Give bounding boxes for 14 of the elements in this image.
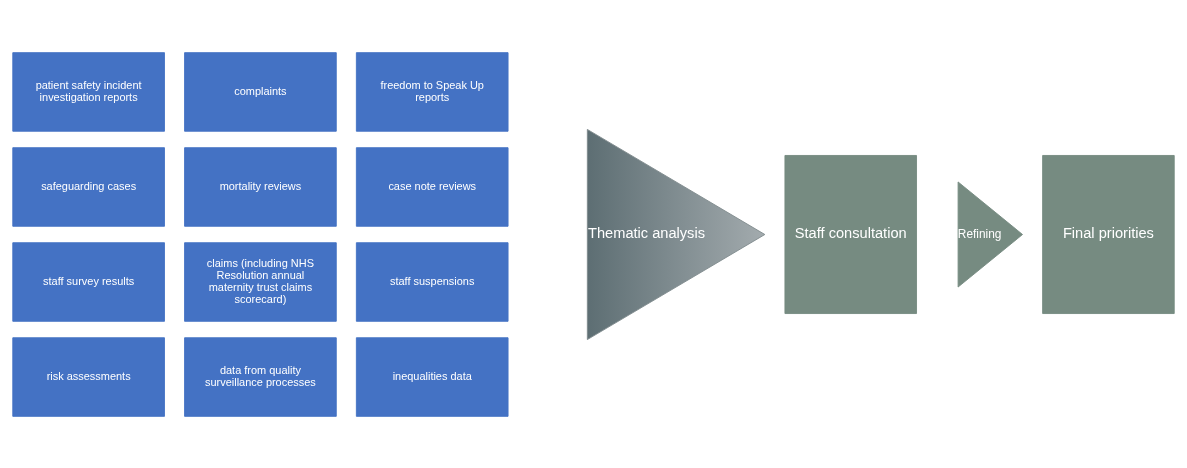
node-box: inequalities data xyxy=(355,336,509,417)
node-box: patient safety incident investigation reports xyxy=(12,51,165,132)
node-box: safeguarding cases xyxy=(12,146,165,227)
node-box: complaints xyxy=(184,51,337,132)
node-box: Final priorities xyxy=(1042,154,1175,314)
node-box: staff survey results xyxy=(12,241,165,322)
node-box: data from quality surveillance processes xyxy=(184,336,337,417)
node-box: staff suspensions xyxy=(355,241,509,322)
node-box: Staff consultation xyxy=(784,154,917,314)
node-box: case note reviews xyxy=(355,146,509,227)
node-box: risk assessments xyxy=(12,336,165,417)
node-box: claims (including NHS Resolution annual maternity trust claims scorecard) xyxy=(184,241,337,322)
node-box: mortality reviews xyxy=(184,146,337,227)
node-box: freedom to Speak Up reports xyxy=(355,51,509,132)
